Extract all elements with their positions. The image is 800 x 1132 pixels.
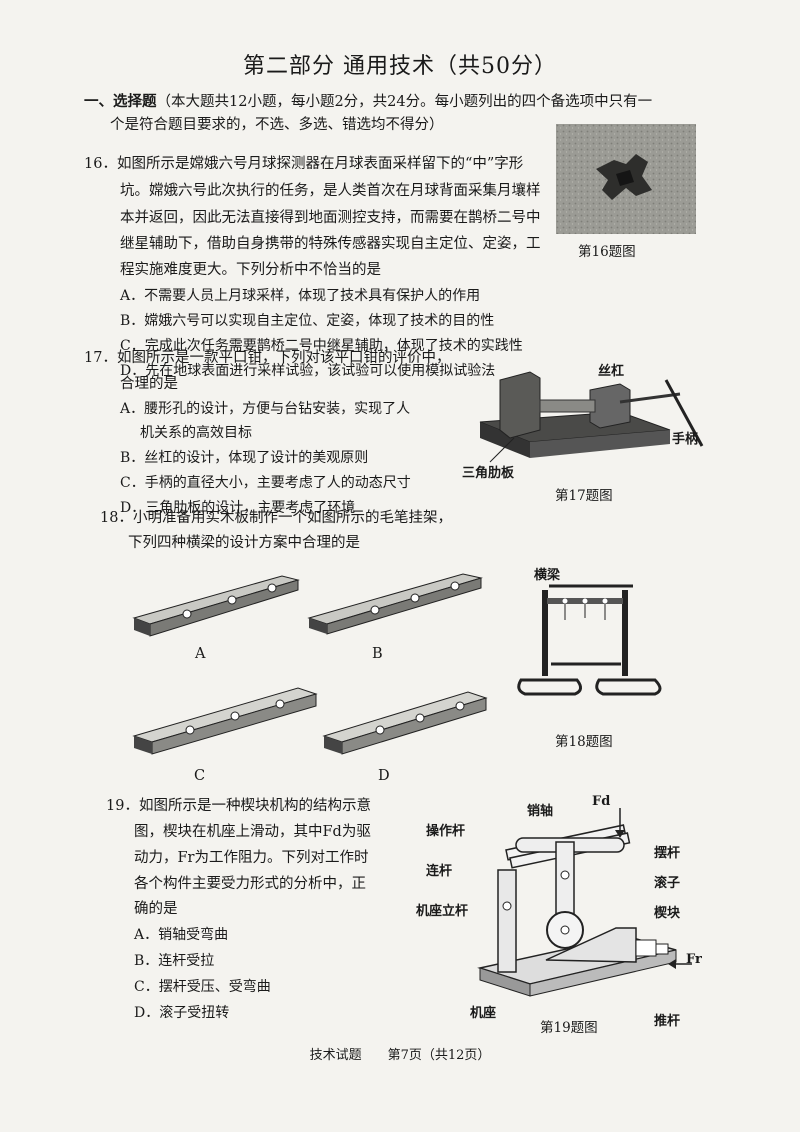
q19-label-link: 连杆 bbox=[426, 864, 453, 879]
page-title: 第二部分 通用技术（共50分） bbox=[243, 54, 557, 79]
section-heading: 一、选择题 bbox=[84, 93, 157, 110]
q19-option-c: C．摆杆受压、受弯曲 bbox=[134, 979, 271, 995]
q19-label-lever: 操作杆 bbox=[426, 824, 466, 839]
q17-label-rib: 三角肋板 bbox=[462, 466, 515, 481]
q18-beam-a bbox=[132, 575, 300, 637]
section-desc-2: 个是符合题目要求的，不选、多选、错选均不得分） bbox=[110, 117, 444, 133]
q17-label-screw: 丝杠 bbox=[598, 364, 625, 379]
q19-label-roller: 滚子 bbox=[654, 876, 681, 891]
q19-line-3: 动力，Fr为工作阻力。下列对工作时 bbox=[134, 850, 369, 866]
q19-line-2: 图，楔块在机座上滑动，其中Fd为驱 bbox=[134, 824, 371, 840]
q18-caption: 第18题图 bbox=[555, 734, 613, 750]
q18-label-beam: 横梁 bbox=[534, 568, 561, 583]
q19-label-push: 推杆 bbox=[654, 1014, 681, 1029]
q18-option-c-label: C bbox=[194, 768, 206, 784]
q19-option-b: B．连杆受拉 bbox=[134, 953, 215, 969]
page-footer: 技术试题 第7页（共12页） bbox=[309, 1048, 491, 1063]
q18-beam-b bbox=[307, 573, 483, 635]
q16-line-5: 程实施难度更大。下列分析中不恰当的是 bbox=[120, 262, 381, 278]
q19-label-pin: 销轴 bbox=[527, 804, 554, 819]
q16-caption: 第16题图 bbox=[578, 244, 636, 260]
q17-line-1: 17．如图所示是一款平口钳，下列对该平口钳的评价中， bbox=[84, 350, 451, 366]
q17-option-b: B．丝杠的设计，体现了设计的美观原则 bbox=[120, 450, 369, 466]
q16-line-2: 坑。嫦娥六号此次执行的任务，是人类首次在月球背面采集月壤样 bbox=[120, 183, 541, 199]
q18-option-b-label: B bbox=[372, 646, 383, 662]
q16-option-d: D．先在地球表面进行采样试验，该试验可以使用模拟试验法 bbox=[120, 363, 496, 379]
q19-label-swing: 摆杆 bbox=[654, 846, 681, 861]
q16-option-c: C．完成此次任务需要鹊桥二号中继星辅助，体现了技术的实践性 bbox=[120, 338, 523, 354]
q17-option-d: D．三角肋板的设计，主要考虑了环境 bbox=[120, 500, 356, 516]
q18-beam-d bbox=[322, 691, 488, 755]
q17-caption: 第17题图 bbox=[555, 488, 613, 504]
q16-line-4: 继星辅助下，借助自身携带的特殊传感器实现自主定位、定姿，工 bbox=[120, 236, 541, 252]
q19-label-fr: Fr bbox=[686, 952, 702, 967]
q18-line-1: 18．小明准备用实木板制作一个如图所示的毛笔挂架， bbox=[100, 510, 452, 526]
section-header: 一、选择题（本大题共12小题，每小题2分，共24分。每小题列出的四个备选项中只有… bbox=[84, 90, 652, 111]
q19-caption: 第19题图 bbox=[540, 1020, 598, 1036]
q16-line-1: 16．如图所示是嫦娥六号月球探测器在月球表面采样留下的“中”字形 bbox=[84, 156, 524, 172]
q17-option-a: A．腰形孔的设计，方便与台钻安装，实现了人 bbox=[120, 401, 411, 417]
q19-label-post: 机座立杆 bbox=[416, 904, 469, 919]
q18-option-a-label: A bbox=[195, 646, 206, 662]
q19-option-d: D．滚子受扭转 bbox=[134, 1005, 230, 1021]
q19-line-4: 各个构件主要受力形式的分析中，正 bbox=[134, 876, 366, 892]
q17-option-a-cont: 机关系的高效目标 bbox=[140, 425, 252, 441]
q16-line-3: 本并返回，因此无法直接得到地面测控支持，而需要在鹊桥二号中 bbox=[120, 210, 541, 226]
q17-label-handle: 手柄 bbox=[672, 432, 699, 447]
q19-line-5: 确的是 bbox=[134, 901, 178, 917]
q18-option-d-label: D bbox=[378, 768, 390, 784]
q19-option-a: A．销轴受弯曲 bbox=[134, 927, 229, 943]
section-desc-1: （本大题共12小题，每小题2分，共24分。每小题列出的四个备选项中只有一 bbox=[156, 94, 653, 110]
q19-wedge-mechanism-figure bbox=[477, 808, 692, 997]
q18-line-2: 下列四种横梁的设计方案中合理的是 bbox=[128, 535, 360, 551]
q19-line-1: 19．如图所示是一种楔块机构的结构示意 bbox=[106, 798, 371, 814]
q17-option-c: C．手柄的直径大小，主要考虑了人的动态尺寸 bbox=[120, 475, 411, 491]
q17-line-2: 合理的是 bbox=[120, 376, 178, 392]
q19-label-base: 机座 bbox=[470, 1006, 497, 1021]
q16-photo bbox=[556, 124, 696, 234]
q17-vise-figure bbox=[479, 371, 704, 463]
q19-label-fd: Fd bbox=[592, 794, 611, 809]
q19-label-wedge: 楔块 bbox=[654, 906, 681, 921]
q16-option-b: B．嫦娥六号可以实现自主定位、定姿，体现了技术的目的性 bbox=[120, 313, 495, 329]
q16-option-a: A．不需要人员上月球采样，体现了技术具有保护人的作用 bbox=[120, 288, 481, 304]
q18-brush-rack-figure bbox=[517, 584, 662, 696]
q18-beam-c bbox=[132, 687, 318, 755]
